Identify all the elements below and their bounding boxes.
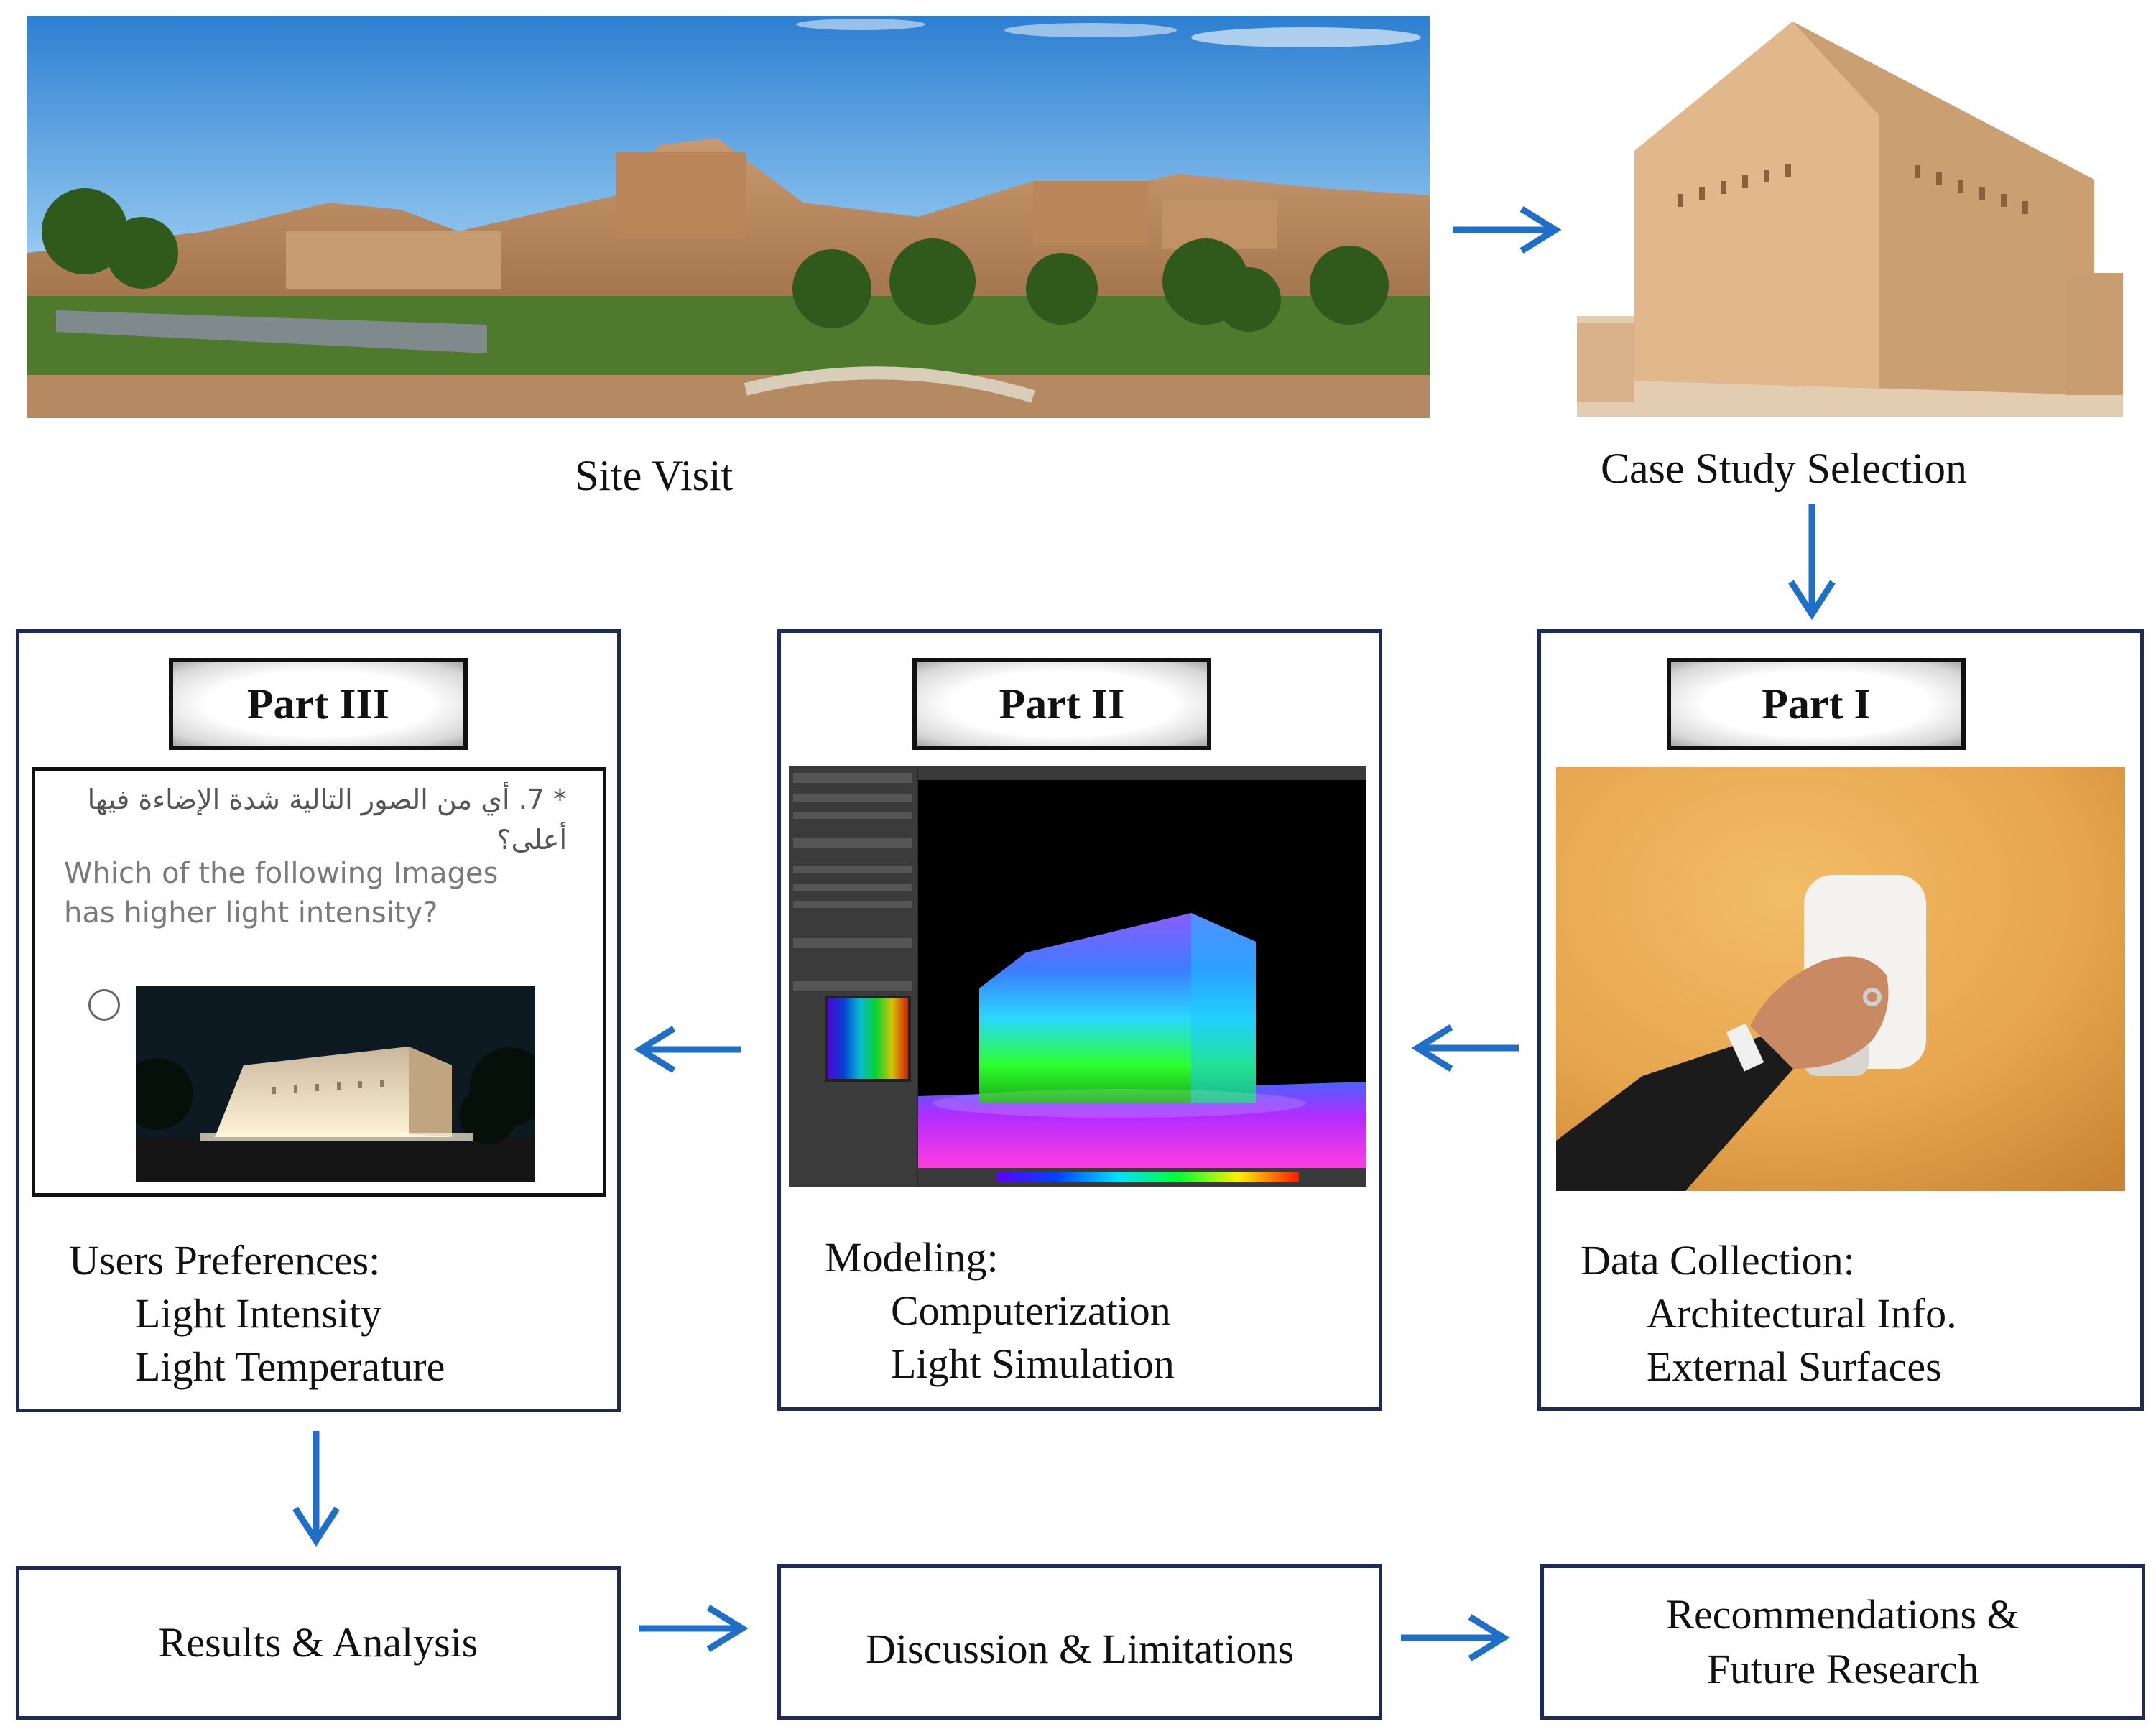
site-visit-image xyxy=(27,16,1430,418)
simulation-screenshot xyxy=(789,766,1366,1187)
arrow-right-icon xyxy=(1401,1614,1510,1661)
results-text: Results & Analysis xyxy=(158,1619,478,1666)
part1-heading: Data Collection: xyxy=(1581,1237,1855,1284)
discussion-box: Discussion & Limitations xyxy=(777,1564,1382,1720)
part3-badge: Part III xyxy=(169,658,468,750)
recommendations-box: Recommendations & Future Research xyxy=(1540,1564,2145,1720)
part2-badge: Part II xyxy=(912,658,1211,750)
arrow-down-icon xyxy=(1788,504,1836,621)
arrow-down-icon xyxy=(292,1431,340,1547)
arrow-left-icon xyxy=(634,1026,741,1073)
case-study-caption: Case Study Selection xyxy=(1601,445,1967,492)
case-study-image xyxy=(1577,22,2123,417)
part3-description: Users Preferences: Light Intensity Light… xyxy=(69,1234,445,1394)
survey-arabic-question: * 7. أي من الصور التالية شدة الإضاءة فيه… xyxy=(87,784,567,856)
part2-description: Modeling: Computerization Light Simulati… xyxy=(825,1231,1175,1391)
recommendations-line1: Recommendations & xyxy=(1666,1591,2019,1638)
results-box: Results & Analysis xyxy=(16,1566,621,1720)
arrow-left-icon xyxy=(1411,1024,1519,1072)
part1-badge: Part I xyxy=(1667,658,1966,750)
survey-night-image xyxy=(121,986,549,1182)
part3-heading: Users Preferences: xyxy=(69,1237,381,1284)
survey-panel: * 7. أي من الصور التالية شدة الإضاءة فيه… xyxy=(32,767,606,1197)
data-collection-photo xyxy=(1556,767,2125,1191)
arrow-right-icon xyxy=(1453,206,1562,254)
part3-line2: Light Temperature xyxy=(135,1343,445,1390)
survey-english-question-line2: has higher light intensity? xyxy=(64,896,438,929)
part3-line1: Light Intensity xyxy=(135,1290,382,1337)
part2-line2: Light Simulation xyxy=(891,1340,1175,1387)
survey-radio-button[interactable] xyxy=(88,989,120,1021)
survey-english-question-line1: Which of the following Images xyxy=(64,857,499,890)
part1-description: Data Collection: Architectural Info. Ext… xyxy=(1581,1234,1957,1394)
part2-line1: Computerization xyxy=(891,1287,1171,1334)
site-visit-caption: Site Visit xyxy=(575,452,734,499)
arrow-right-icon xyxy=(639,1605,749,1652)
part1-line2: External Surfaces xyxy=(1647,1343,1942,1390)
part2-heading: Modeling: xyxy=(825,1234,999,1281)
recommendations-line2: Future Research xyxy=(1706,1646,1979,1692)
discussion-text: Discussion & Limitations xyxy=(865,1626,1295,1672)
part1-line1: Architectural Info. xyxy=(1647,1290,1957,1337)
